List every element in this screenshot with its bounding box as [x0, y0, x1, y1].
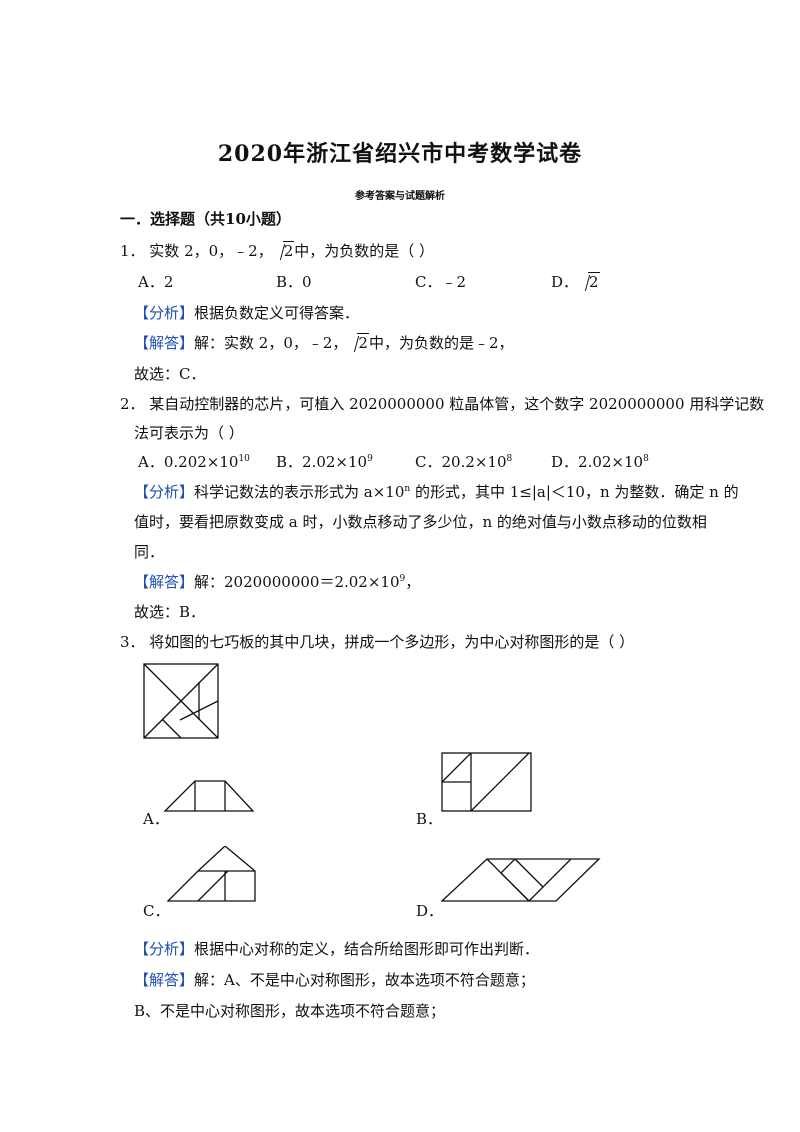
q1-stem: 1． 实数 2，0，﹣2，2中，为负数的是（ ） [120, 241, 435, 260]
page-subtitle: 参考答案与试题解析 [355, 191, 445, 202]
q2-conclusion: 故选：B． [134, 603, 206, 621]
q2-stem-line2: 法可表示为（ ） [134, 424, 244, 442]
q1-option-a: A．2 [138, 273, 174, 291]
q2-option-d: D．2.02×108 [551, 453, 649, 471]
q2-stem-line1: 2． 某自动控制器的芯片，可植入 2020000000 粒晶体管，这个数字 20… [120, 395, 765, 413]
q2-analysis-line3: 同． [134, 543, 165, 561]
q3-option-d-label: D． [416, 902, 444, 920]
q1-option-c: C．﹣2 [415, 273, 467, 291]
sqrt-symbol: 2 [347, 333, 369, 352]
answer-tag: 【解答】 [134, 971, 195, 989]
answer-tag: 【解答】 [134, 334, 195, 352]
page-title: 2020年浙江省绍兴市中考数学试卷 [217, 141, 583, 167]
q1-answer: 【解答】解：实数 2，0，﹣2，2中，为负数的是﹣2， [134, 333, 514, 352]
q3-option-c-label: C． [143, 902, 170, 920]
sqrt-symbol: 2 [578, 272, 600, 291]
q3-option-b-label: B． [416, 810, 443, 828]
q1-analysis: 【分析】根据负数定义可得答案． [134, 304, 360, 322]
analysis-tag: 【分析】 [134, 940, 195, 958]
q3-option-d-figure [441, 858, 601, 902]
analysis-tag: 【分析】 [134, 304, 195, 322]
q3-option-a-figure [164, 780, 254, 812]
q1-option-b: B．0 [276, 273, 312, 291]
tangram-figure [143, 663, 219, 739]
q2-option-b: B．2.02×109 [276, 453, 373, 471]
q3-option-b-figure [441, 752, 532, 812]
answer-tag: 【解答】 [134, 573, 195, 591]
q2-answer: 【解答】解：2020000000＝2.02×109， [134, 573, 421, 591]
q3-option-a-label: A． [143, 810, 169, 828]
sqrt-symbol: 2 [273, 241, 295, 260]
q3-option-c-figure [167, 846, 256, 902]
q2-analysis-line1: 【分析】科学记数法的表示形式为 a×10n 的形式，其中 1≤|a|＜10，n … [134, 483, 739, 501]
q1-option-d: D．2 [551, 272, 600, 291]
q3-answer-line2: B、不是中心对称图形，故本选项不符合题意； [134, 1002, 446, 1020]
q2-analysis-line2: 值时，要看把原数变成 a 时，小数点移动了多少位，n 的绝对值与小数点移动的位数… [134, 513, 707, 531]
q1-conclusion: 故选：C． [134, 365, 206, 383]
q2-option-c: C．20.2×108 [415, 453, 513, 471]
q2-option-a: A．0.202×1010 [138, 453, 250, 471]
q3-answer-line1: 【解答】解：A、不是中心对称图形，故本选项不符合题意； [134, 971, 535, 989]
section-heading: 一．选择题（共10小题） [120, 210, 291, 228]
analysis-tag: 【分析】 [134, 483, 195, 501]
q3-analysis: 【分析】根据中心对称的定义，结合所给图形即可作出判断． [134, 940, 540, 958]
q3-stem: 3． 将如图的七巧板的其中几块，拼成一个多边形，为中心对称图形的是（ ） [120, 633, 635, 651]
